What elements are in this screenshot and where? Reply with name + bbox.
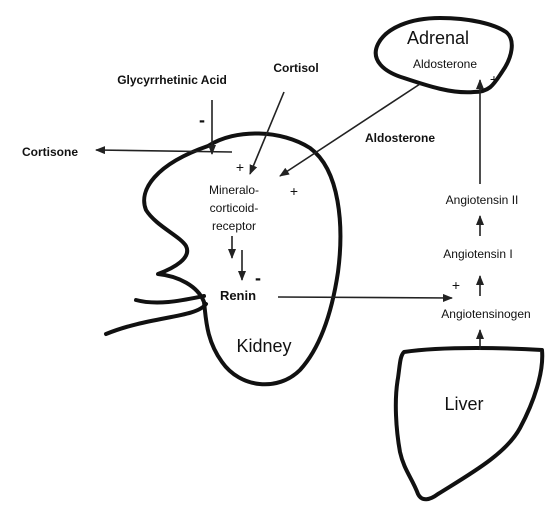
sign-renin-activates: + [452, 277, 460, 293]
receptor-label-line-1: Mineralo- [209, 183, 259, 197]
liver-label: Liver [444, 394, 483, 414]
kidney-label: Kidney [236, 336, 291, 356]
aldosterone-adrenal-label: Aldosterone [413, 57, 477, 71]
sign-cortisol-activates: + [236, 159, 244, 175]
sign-aldosterone-activates: + [290, 183, 298, 199]
angiotensin-ii-label: Angiotensin II [446, 193, 519, 207]
cortisol-label: Cortisol [273, 61, 318, 75]
sign-receptor-inhibits-renin: - [255, 268, 261, 288]
aldosterone-label: Aldosterone [365, 131, 435, 145]
renin-label: Renin [220, 288, 256, 303]
sign-glycyrrhetinic-inhibits: - [199, 110, 205, 130]
glycyrrhetinic-acid-label: Glycyrrhetinic Acid [117, 73, 227, 87]
receptor-label-line-3: receptor [212, 219, 256, 233]
arrow-renin-to-angiotensinogen [278, 297, 452, 298]
ureter-inner-curve [106, 304, 206, 334]
receptor-label-line-2: corticoid- [210, 201, 259, 215]
angiotensinogen-label: Angiotensinogen [441, 307, 530, 321]
angiotensin-i-label: Angiotensin I [443, 247, 512, 261]
arrow-aldosterone-to-receptor [280, 84, 420, 176]
adrenal-label: Adrenal [407, 28, 469, 48]
sign-adrenal-activates: + [490, 71, 498, 87]
cortisone-label: Cortisone [22, 145, 78, 159]
ureter-outer-curve [136, 296, 204, 303]
liver-outline [396, 348, 542, 499]
